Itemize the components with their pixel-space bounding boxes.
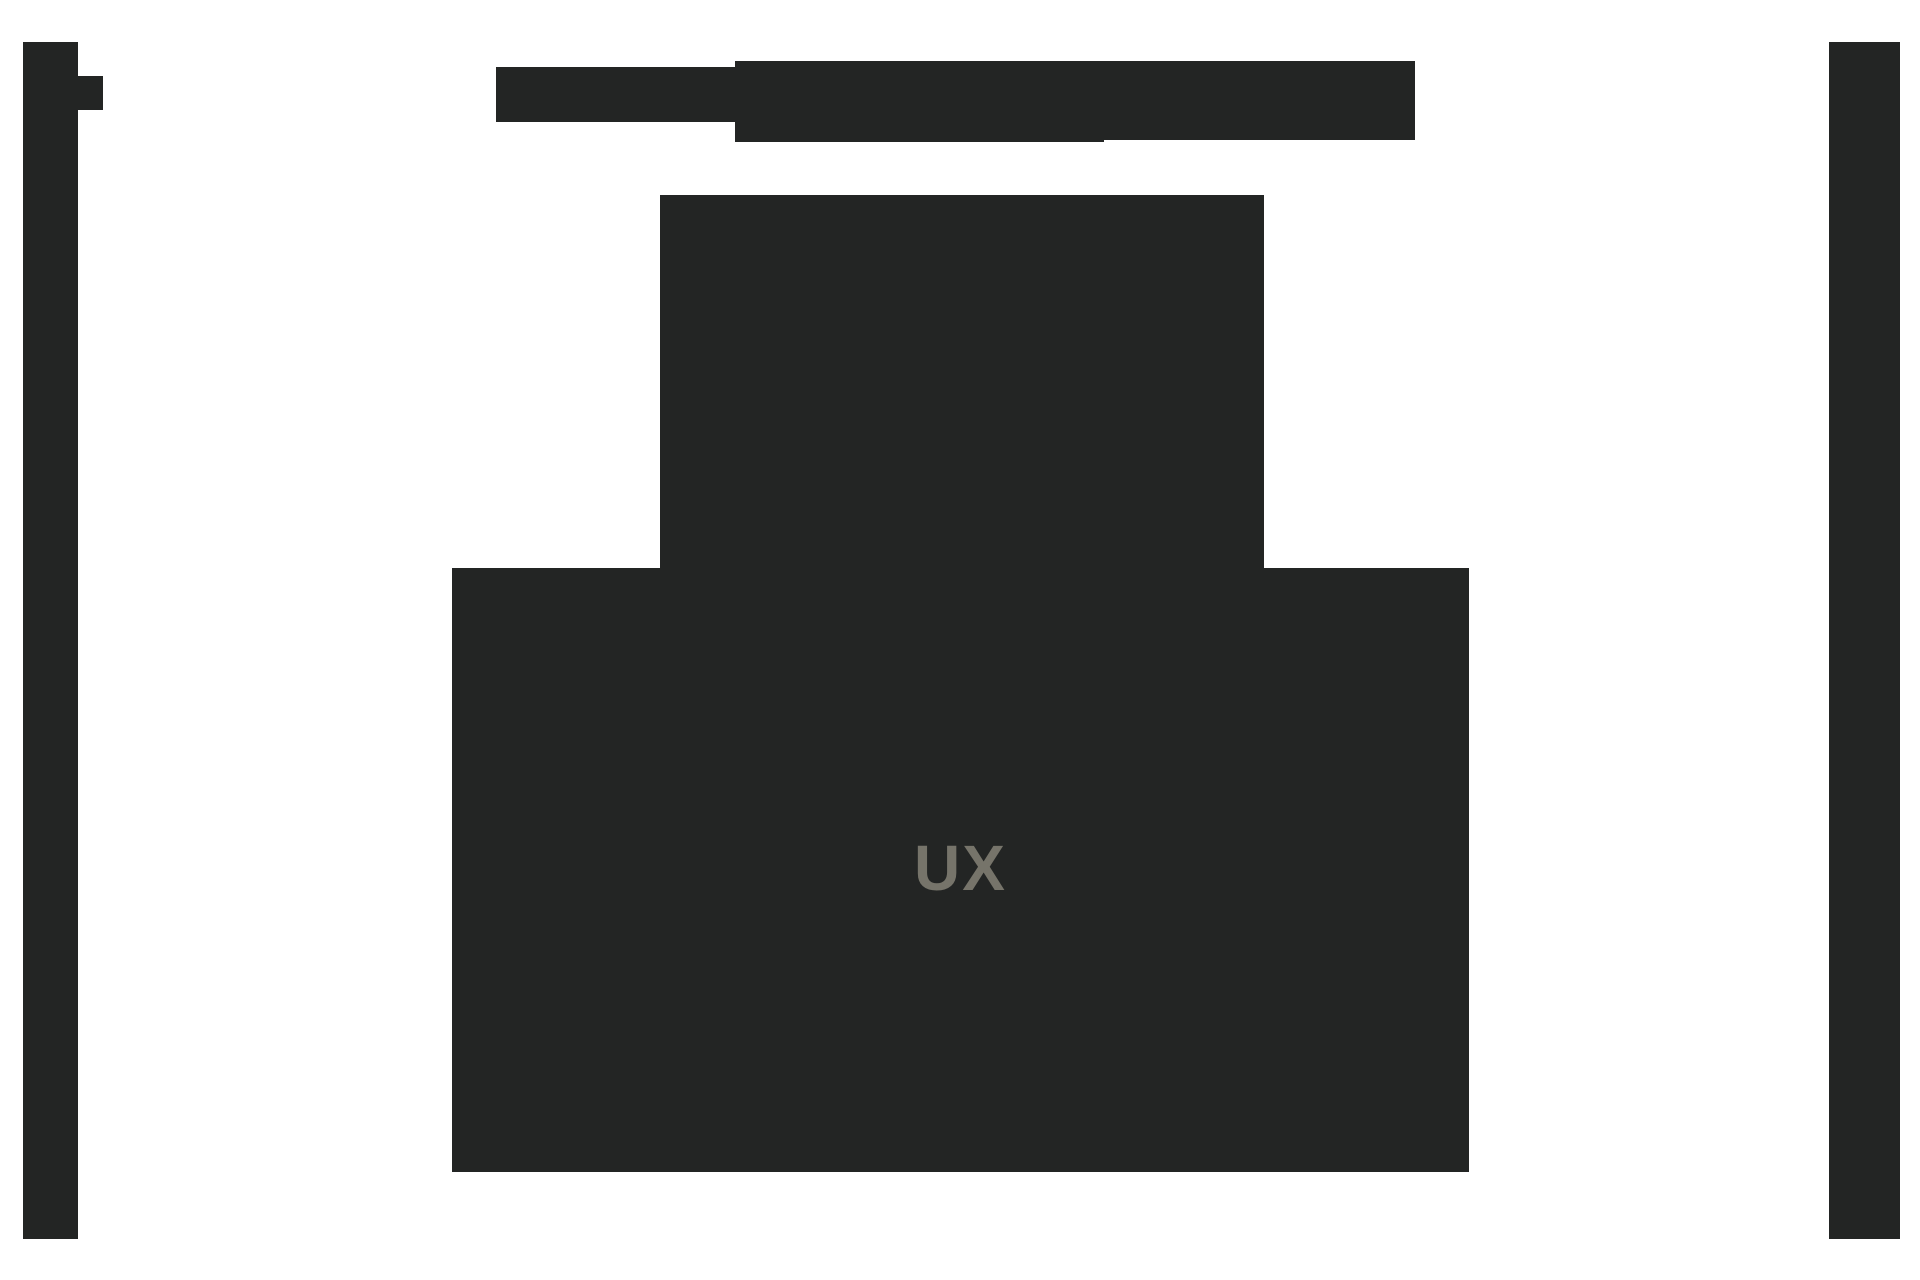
left-sidebar-redaction	[23, 42, 78, 1239]
top-banner-left-redaction	[496, 67, 737, 122]
ux-label: UX	[914, 832, 1007, 904]
left-sidebar-notch-redaction	[78, 76, 103, 110]
top-banner-tail-redaction	[1104, 61, 1415, 140]
right-sidebar-redaction	[1829, 42, 1900, 1239]
upper-content-panel-redaction	[660, 195, 1264, 569]
lower-content-panel-redaction	[452, 568, 1469, 1172]
top-banner-right-redaction	[735, 61, 1104, 142]
